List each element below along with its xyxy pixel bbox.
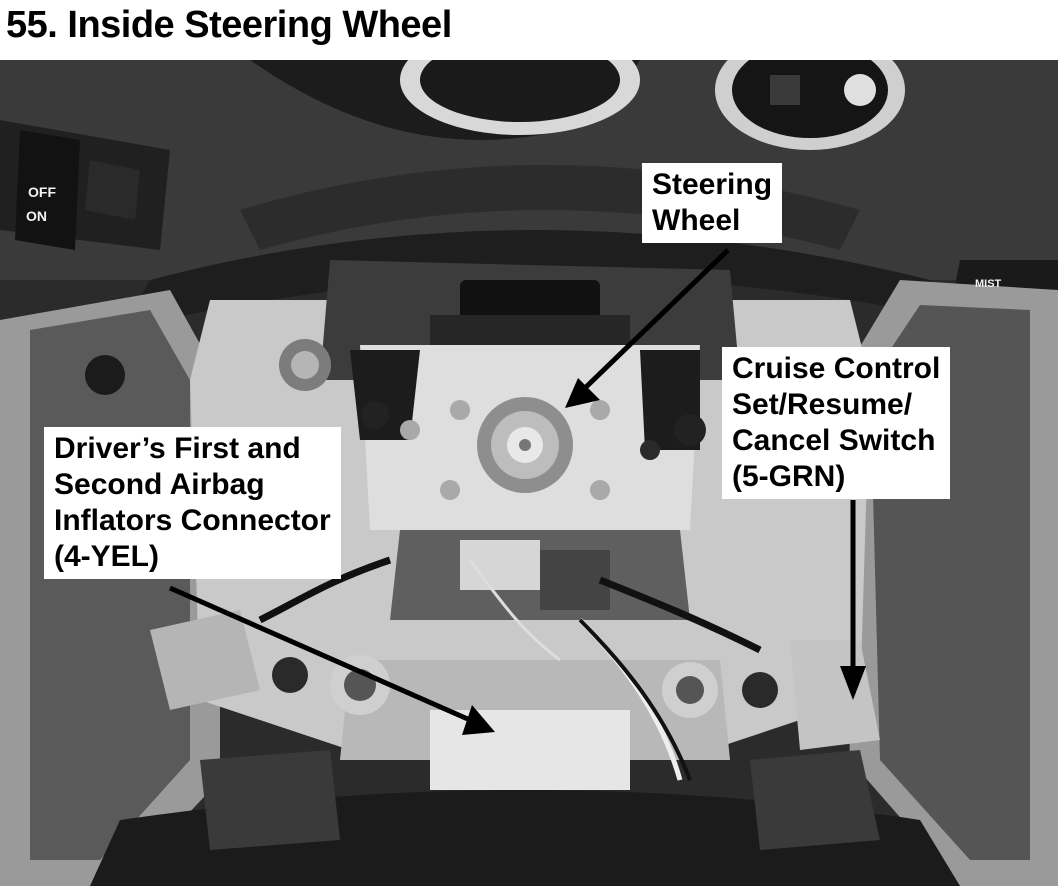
steering-wheel-photo: OFF ON MIST Steering Wheel Cruise Contro… — [0, 60, 1058, 886]
callout-line: (5-GRN) — [732, 460, 846, 493]
callout-line: Second Airbag — [54, 468, 265, 501]
wiper-mist-marking: MIST — [975, 278, 1002, 290]
callout-airbag-connector: Driver’s First and Second Airbag Inflato… — [44, 427, 341, 579]
light-off-marking: OFF — [28, 184, 56, 200]
callout-arrows — [168, 248, 866, 735]
page-title: 55. Inside Steering Wheel — [6, 4, 452, 46]
callout-line: Wheel — [652, 204, 741, 237]
callout-line: Cruise Control — [732, 352, 941, 385]
callout-line: (4-YEL) — [54, 540, 159, 573]
light-switch-stalk — [0, 120, 170, 250]
callout-line: Cancel Switch — [732, 424, 936, 457]
light-on-marking: ON — [26, 208, 47, 224]
callout-cruise-control-switch: Cruise Control Set/Resume/ Cancel Switch… — [722, 347, 951, 499]
callout-line: Inflators Connector — [54, 504, 331, 537]
photo-illustration — [0, 60, 1058, 886]
wheel-top-rim — [120, 230, 960, 330]
callout-steering-wheel: Steering Wheel — [642, 163, 783, 243]
airbag-connector-4-yel — [430, 710, 630, 790]
instrument-cluster — [250, 60, 905, 150]
callout-line: Driver’s First and — [54, 432, 301, 465]
callout-line: Steering — [652, 168, 773, 201]
callout-line: Set/Resume/ — [732, 388, 913, 421]
